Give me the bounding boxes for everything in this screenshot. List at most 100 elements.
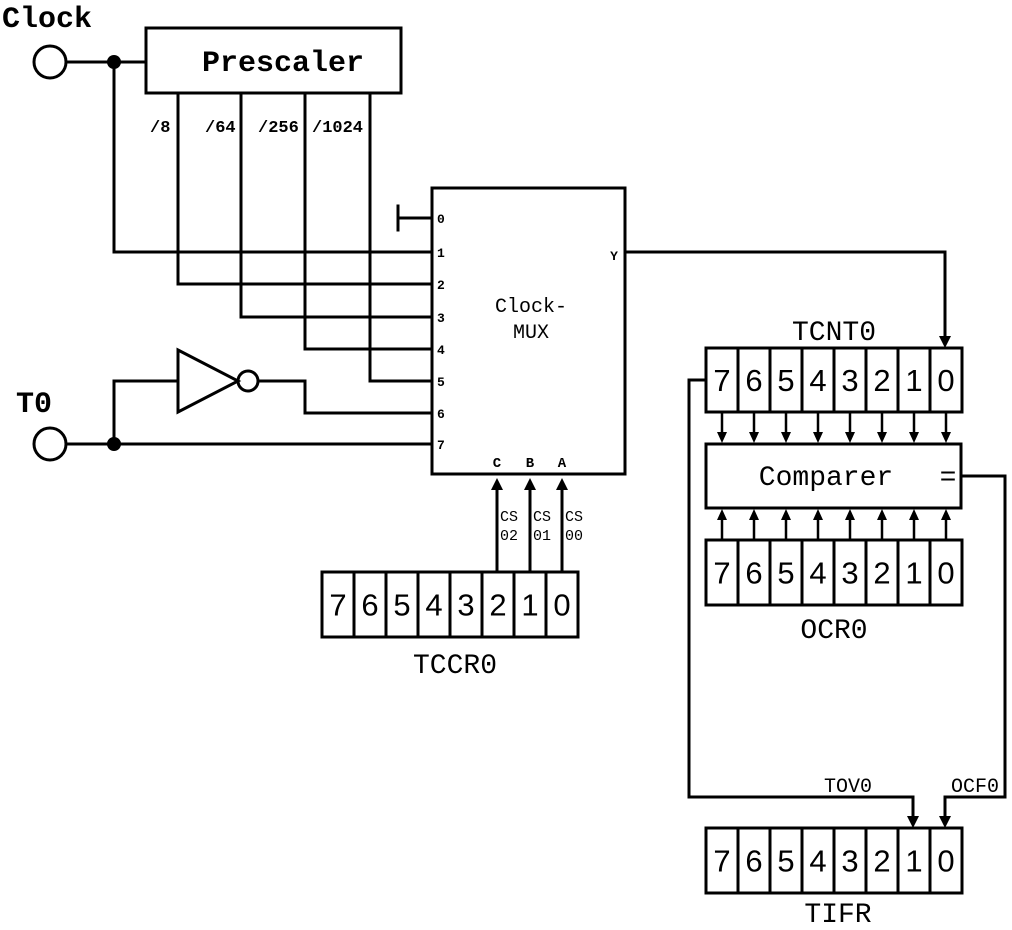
prescaler-tap-label: /1024: [312, 119, 363, 138]
select-wires: [495, 488, 564, 574]
mux-input-1-label: 1: [437, 246, 445, 261]
ocr0-bit-0: 0: [937, 556, 954, 591]
mux-input-7-label: 7: [437, 438, 445, 453]
clock-junction: [107, 55, 121, 69]
ocr0-bit-3: 3: [841, 556, 858, 591]
tccr0-label: TCCR0: [413, 651, 497, 682]
comparer-output-wire: [943, 474, 1007, 818]
tcnt0-bit-3: 3: [841, 363, 858, 398]
tcnt0-bit-6: 6: [745, 363, 762, 398]
mux-select-c-label: C: [493, 456, 502, 472]
mux-label-line1: Clock-: [495, 296, 567, 319]
tcnt0-label: TCNT0: [792, 318, 876, 349]
mux-input-2-label: 2: [437, 278, 445, 293]
prescaler-tap-label: /256: [258, 119, 299, 138]
tcnt0-bit-5: 5: [777, 363, 794, 398]
mux-label-line2: MUX: [513, 322, 549, 345]
t0-terminal: [32, 426, 68, 462]
tcnt0-to-comparer-arrow: [717, 432, 727, 443]
t0-wires: [64, 379, 434, 446]
ocr0-bit-6: 6: [745, 556, 762, 591]
prescaler-tap-label: /8: [150, 119, 170, 138]
mux-input-6-label: 6: [437, 407, 445, 422]
clock-mux-box: [430, 186, 627, 476]
tccr0-bit-1: 1: [521, 588, 538, 623]
ocr0-bit-2: 2: [873, 556, 890, 591]
tccr0-bit-4: 4: [425, 588, 442, 623]
mux-input-3-label: 3: [437, 311, 445, 326]
ocr0-to-comparer-arrow: [813, 509, 823, 520]
tifr-bit-3: 3: [841, 844, 858, 879]
tccr0-bit-2: 2: [489, 588, 506, 623]
overflow-wire: [687, 378, 915, 818]
mux-input-4-label: 4: [437, 343, 445, 358]
ocf0-label: OCF0: [951, 776, 999, 799]
tccr0-bit-3: 3: [457, 588, 474, 623]
tcnt0-to-comparer-arrow: [813, 432, 823, 443]
clock-wires: [64, 60, 434, 254]
tcnt0-bit-7: 7: [713, 363, 730, 398]
mux-select-a-label: A: [558, 456, 567, 472]
tccr0-bit-7: 7: [329, 588, 346, 623]
prescaler-tap-label: /64: [205, 119, 236, 138]
mux-output-label: Y: [610, 249, 618, 264]
t0-label: T0: [16, 388, 52, 422]
tcnt0-to-comparer-arrow: [749, 432, 759, 443]
ocr0-to-comparer-arrow: [781, 509, 791, 520]
ocr0-to-comparer-arrow: [845, 509, 855, 520]
arrowheads: [491, 336, 951, 828]
clock-select-label: 01: [533, 528, 551, 545]
mux-select-b-label: B: [526, 456, 535, 472]
ocr0-bit-4: 4: [809, 556, 826, 591]
clock-select-label: CS: [500, 509, 518, 526]
tcnt0-bit-1: 1: [905, 363, 922, 398]
tcnt0-to-comparer-arrow: [877, 432, 887, 443]
comparer-equals-label: =: [940, 463, 957, 494]
clock-select-label: CS: [533, 509, 551, 526]
tifr-label: TIFR: [804, 900, 871, 930]
t0-junction: [107, 437, 121, 451]
tcnt0-to-comparer-arrow: [845, 432, 855, 443]
input0-tieoff: [396, 204, 434, 232]
tifr-bit-0: 0: [937, 844, 954, 879]
ocr0-label: OCR0: [800, 616, 867, 647]
clock-select-label: CS: [565, 509, 583, 526]
prescaler-box: [144, 26, 403, 95]
clock-label: Clock: [2, 3, 92, 37]
inverter-gate: [176, 347, 242, 415]
comparer-label: Comparer: [759, 463, 893, 494]
ocr0-to-comparer-arrow: [749, 509, 759, 520]
ocr0-to-comparer-arrow: [717, 509, 727, 520]
clock-terminal: [32, 44, 68, 80]
tcnt0-bit-2: 2: [873, 363, 890, 398]
mux-output-wire: [623, 250, 947, 338]
ocr0-bit-7: 7: [713, 556, 730, 591]
ocr0-to-comparer-arrow: [909, 509, 919, 520]
tccr0-bit-0: 0: [553, 588, 570, 623]
tcnt0-to-comparer-arrow: [909, 432, 919, 443]
tcnt0-bit-0: 0: [937, 363, 954, 398]
tov0-label: TOV0: [824, 776, 872, 799]
ocr0-to-comparer-arrow: [877, 509, 887, 520]
tifr-bit-5: 5: [777, 844, 794, 879]
clock-select-label: 02: [500, 528, 518, 545]
tccr0-bit-5: 5: [393, 588, 410, 623]
inverter-bubble: [236, 369, 260, 393]
tifr-bit-1: 1: [905, 844, 922, 879]
mux-input-0-label: 0: [437, 212, 445, 227]
prescaler-label: Prescaler: [202, 47, 364, 81]
tccr0-bit-6: 6: [361, 588, 378, 623]
tifr-bit-6: 6: [745, 844, 762, 879]
tifr-bit-7: 7: [713, 844, 730, 879]
tcnt0-to-comparer-arrow: [781, 432, 791, 443]
prescaler-tap-wires: [176, 91, 434, 383]
mux-input-5-label: 5: [437, 375, 445, 390]
clock-select-label: 00: [565, 528, 583, 545]
ocr0-bit-1: 1: [905, 556, 922, 591]
ocr0-bit-5: 5: [777, 556, 794, 591]
tifr-bit-4: 4: [809, 844, 826, 879]
tcnt0-to-comparer-arrow: [941, 432, 951, 443]
tcnt0-bit-4: 4: [809, 363, 826, 398]
ocr0-to-comparer-arrow: [941, 509, 951, 520]
